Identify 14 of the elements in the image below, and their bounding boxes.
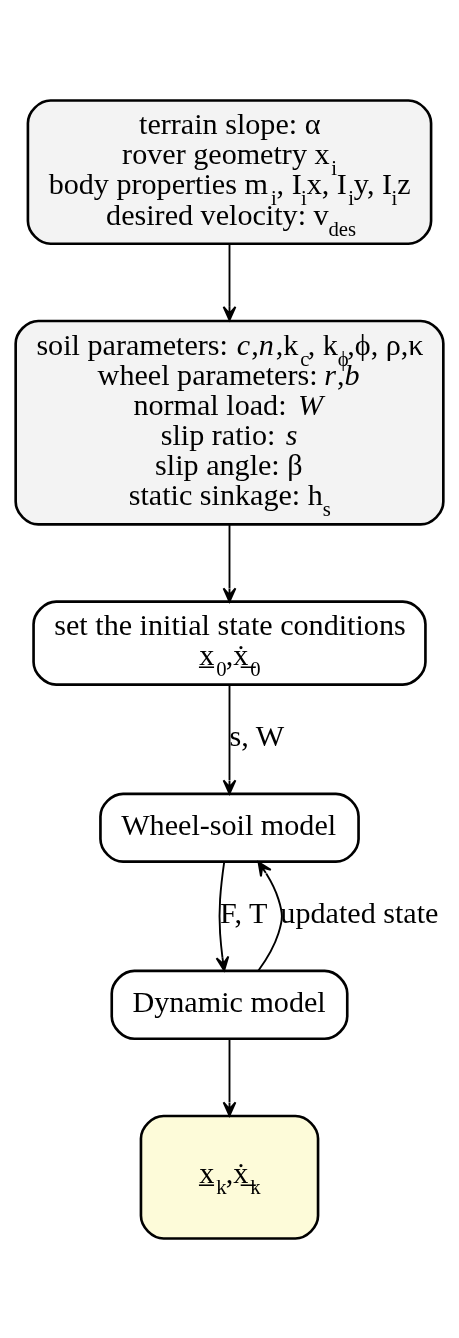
arrow — [222, 242, 237, 321]
node-box: Wheel-soil model — [99, 792, 360, 863]
node-box: x̲$_{k}$,ẋ̲$_{k}$ — [139, 1114, 320, 1240]
arrow — [222, 523, 237, 603]
arrow — [222, 1037, 237, 1117]
arrow — [257, 860, 283, 971]
node-box: soil parameters: c,n,k$_{c}$, k$_{ϕ}$,ϕ, ρ,κ wheel parameters: r,b normal load: W slip ratio: s slip angle: β static sinkage: h$_{s}$ — [14, 319, 445, 526]
node-box: Dynamic model — [110, 969, 349, 1040]
edge-label: s, W — [229, 718, 285, 753]
arrow — [215, 860, 230, 971]
node-box: set the initial state conditions x̲$_{0}$,ẋ̲$_{0}$ — [32, 599, 427, 686]
node-box: terrain slope: α rover geometry x$_{i}$ body properties m$_{i}$, I$_{i}$x, I$_{i}$y, I$_{i}$z desired velocity: v$_{des}$ — [26, 98, 433, 245]
edge-label: F, T — [220, 895, 268, 930]
arrow — [222, 683, 237, 795]
